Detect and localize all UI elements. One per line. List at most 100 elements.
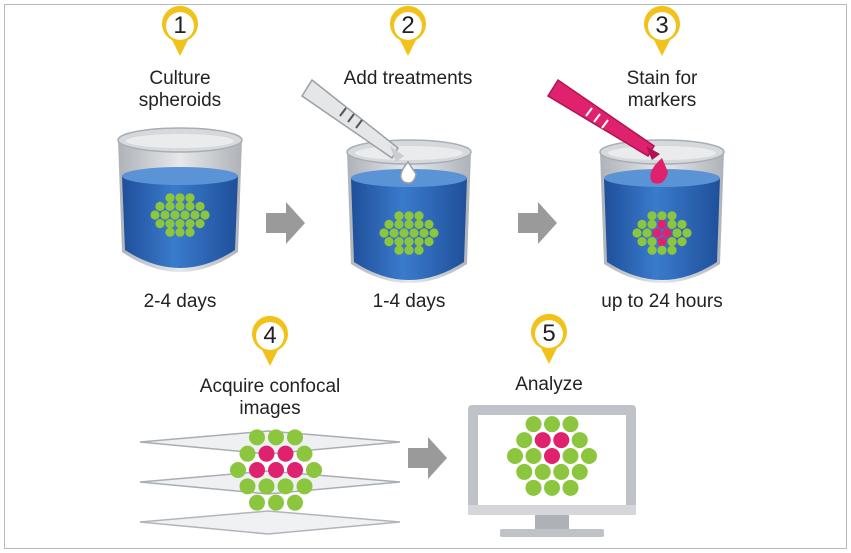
- step-1-title-line1: Culture: [149, 68, 211, 89]
- cell-icon: [525, 448, 542, 464]
- cell-icon: [642, 228, 652, 238]
- cell-icon: [258, 478, 275, 495]
- cell-icon: [414, 219, 424, 229]
- step-2-duration: 1-4 days: [372, 291, 446, 312]
- cell-icon: [682, 228, 692, 238]
- cell-icon: [409, 228, 419, 238]
- monitor-icon: [468, 405, 636, 537]
- cell-icon: [296, 445, 313, 462]
- cell-icon: [268, 462, 284, 478]
- cell-icon: [516, 432, 533, 449]
- cell-icon: [277, 445, 294, 462]
- cell-icon: [404, 245, 414, 255]
- cell-icon: [160, 210, 170, 220]
- cell-icon: [553, 463, 570, 480]
- cell-icon: [268, 429, 284, 446]
- cell-icon: [195, 219, 205, 229]
- cell-icon: [507, 448, 523, 464]
- cell-icon: [647, 237, 657, 247]
- step-4-title-line1: Acquire confocal: [199, 376, 341, 397]
- cell-icon: [525, 479, 542, 496]
- cell-icon: [185, 219, 195, 229]
- cell-icon: [414, 237, 424, 247]
- cell-icon: [249, 429, 265, 446]
- cell-icon: [571, 432, 588, 449]
- cell-icon: [637, 237, 647, 247]
- cell-icon: [195, 201, 205, 211]
- cell-icon: [389, 228, 399, 238]
- cell-icon: [384, 219, 394, 229]
- cell-icon: [379, 228, 389, 238]
- cell-icon: [544, 448, 560, 464]
- cell-icon: [249, 462, 265, 478]
- cell-icon: [562, 479, 579, 496]
- step-4-number: 4: [263, 322, 277, 349]
- cell-icon: [399, 228, 409, 238]
- cell-icon: [287, 462, 303, 478]
- cell-icon: [306, 462, 322, 478]
- cell-icon: [394, 237, 404, 247]
- cell-icon: [239, 445, 256, 462]
- cell-icon: [657, 237, 667, 247]
- diagram-frame: [4, 4, 847, 549]
- cell-icon: [419, 228, 429, 238]
- cell-icon: [394, 211, 404, 221]
- cell-icon: [268, 494, 284, 511]
- step-4-marker-icon: [252, 315, 288, 366]
- step-2-marker-icon: [390, 5, 426, 56]
- cell-icon: [667, 245, 677, 255]
- cell-icon: [165, 201, 175, 211]
- cell-icon: [287, 494, 303, 511]
- step-4-title-line2: images: [239, 398, 301, 419]
- cell-icon: [672, 228, 682, 238]
- cell-icon: [190, 210, 200, 220]
- cell-icon: [525, 416, 542, 433]
- cell-icon: [404, 237, 414, 247]
- cell-icon: [150, 210, 160, 220]
- cell-icon: [647, 245, 657, 255]
- cell-icon: [287, 429, 303, 446]
- step-3-duration: up to 24 hours: [601, 291, 723, 312]
- cell-icon: [429, 228, 439, 238]
- arrow-right-icon-3: [408, 437, 447, 479]
- step-3-number: 3: [655, 12, 669, 39]
- cell-icon: [394, 219, 404, 229]
- cell-icon: [424, 237, 434, 247]
- cell-icon: [637, 219, 647, 229]
- cell-icon: [544, 416, 560, 433]
- step-1-marker-icon: [162, 5, 198, 56]
- cell-icon: [200, 210, 210, 220]
- cell-icon: [230, 462, 246, 478]
- cell-icon: [404, 211, 414, 221]
- cell-icon: [667, 211, 677, 221]
- pipette-icon-treatment: [300, 78, 417, 184]
- arrow-right-icon-1: [266, 202, 305, 244]
- cell-icon: [185, 227, 195, 237]
- step-2-number: 2: [401, 12, 415, 39]
- step-5-marker-icon: [531, 313, 567, 364]
- cell-icon: [632, 228, 642, 238]
- step-3-title-line2: markers: [627, 90, 697, 111]
- cell-icon: [581, 448, 597, 464]
- cell-icon: [170, 210, 180, 220]
- cell-icon: [384, 237, 394, 247]
- culture-dish-icon-2: [346, 139, 472, 283]
- cell-icon: [414, 245, 424, 255]
- cell-icon: [424, 219, 434, 229]
- cell-icon: [165, 193, 175, 203]
- cell-icon: [175, 201, 185, 211]
- cell-icon: [165, 227, 175, 237]
- cell-icon: [657, 245, 667, 255]
- cell-icon: [571, 463, 588, 480]
- cell-icon: [296, 478, 313, 495]
- step-5-title: Analyze: [515, 374, 583, 395]
- cell-icon: [657, 211, 667, 221]
- cell-icon: [677, 219, 687, 229]
- cell-icon: [239, 478, 256, 495]
- culture-dish-icon-3: [599, 139, 725, 283]
- cell-icon: [652, 228, 662, 238]
- cell-icon: [180, 210, 190, 220]
- arrow-right-icon-2: [518, 202, 557, 244]
- cell-icon: [155, 219, 165, 229]
